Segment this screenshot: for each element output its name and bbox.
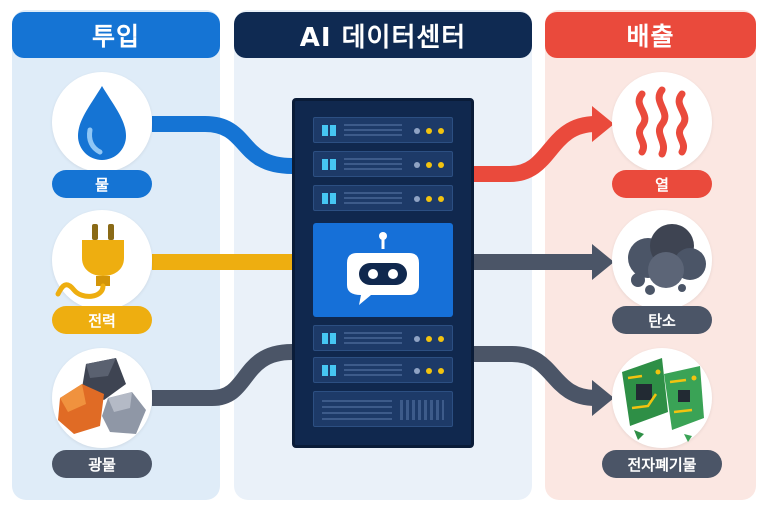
server-unit bbox=[313, 185, 453, 211]
server-unit bbox=[313, 357, 453, 383]
inputs-header: 투입 bbox=[12, 12, 220, 58]
server-unit bbox=[313, 325, 453, 351]
carbon-label: 탄소 bbox=[612, 306, 712, 334]
ai-chatbot-icon bbox=[347, 232, 419, 305]
ewaste-flow-line bbox=[474, 346, 597, 406]
carbon-node bbox=[612, 210, 712, 310]
mineral-flow-line bbox=[152, 344, 293, 406]
server-rack bbox=[292, 98, 474, 448]
water-drop-icon bbox=[78, 86, 126, 160]
minerals-label: 광물 bbox=[52, 450, 152, 478]
outputs-header: 배출 bbox=[545, 12, 756, 58]
carbon-smoke-icon bbox=[628, 224, 706, 295]
water-node bbox=[52, 72, 152, 172]
carbon-arrow-head bbox=[592, 244, 614, 280]
datacenter-header: AI 데이터센터 bbox=[234, 12, 532, 58]
power-plug-icon bbox=[55, 224, 124, 299]
minerals-icon bbox=[58, 358, 146, 434]
server-unit bbox=[313, 117, 453, 143]
power-label: 전력 bbox=[52, 306, 152, 334]
heat-arrow-head bbox=[592, 106, 614, 142]
ai-screen bbox=[313, 223, 453, 317]
heat-flow-line bbox=[474, 116, 597, 182]
ewaste-arrow-head bbox=[592, 380, 614, 416]
heat-label: 열 bbox=[612, 170, 712, 198]
minerals-node bbox=[52, 348, 152, 448]
heat-waves-icon bbox=[635, 86, 689, 158]
heat-node bbox=[612, 72, 712, 172]
water-label: 물 bbox=[52, 170, 152, 198]
server-unit bbox=[313, 151, 453, 177]
circuit-board-icon bbox=[622, 358, 704, 442]
ewaste-label: 전자폐기물 bbox=[602, 450, 722, 478]
water-flow-line bbox=[152, 116, 293, 174]
server-vent bbox=[313, 391, 453, 427]
ewaste-node bbox=[612, 348, 712, 448]
power-node bbox=[52, 210, 152, 310]
